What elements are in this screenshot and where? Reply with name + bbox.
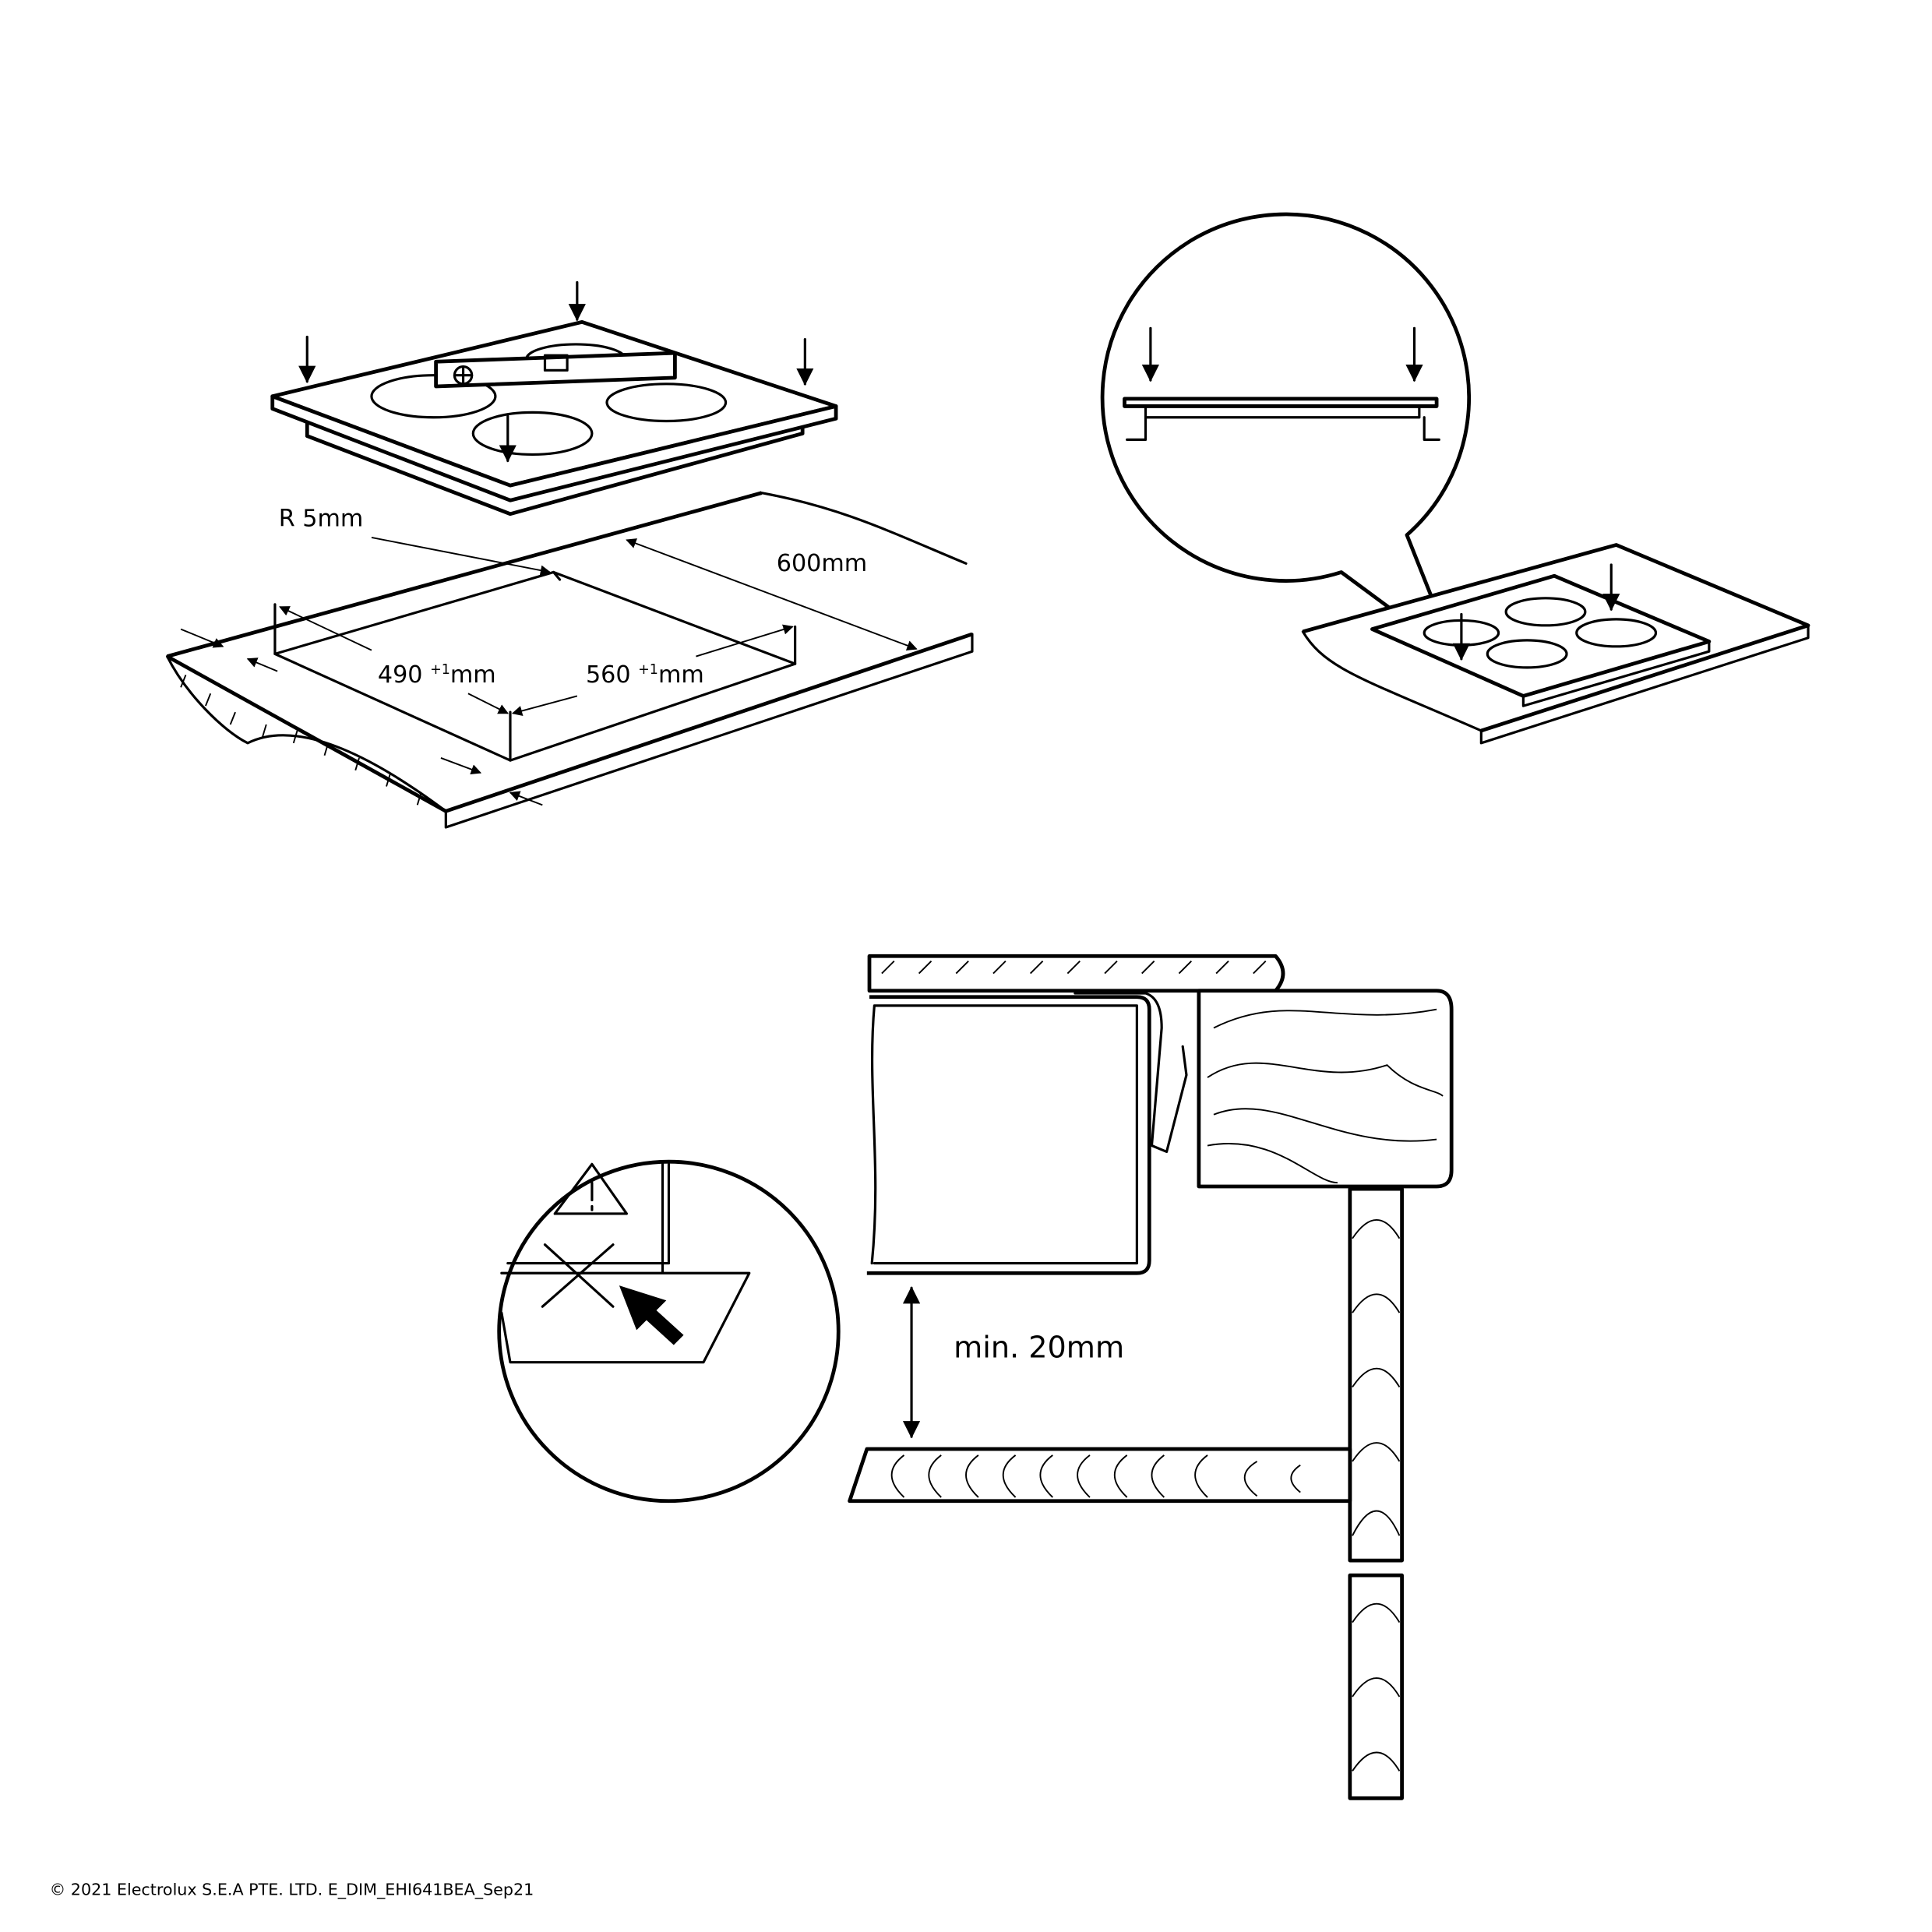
hob — [270, 319, 838, 516]
countertop — [166, 491, 974, 829]
footer-copyright: © 2021 Electrolux S.E.A PTE. LTD. E_DIM_… — [50, 1880, 534, 1899]
spirit-level-icon — [434, 351, 677, 389]
radius-label: R 5mm — [279, 506, 364, 533]
warning-triangle-icon — [553, 1162, 628, 1215]
min-gap-label: min. 20mm — [954, 1330, 1124, 1364]
press-down-arrows — [298, 280, 814, 463]
dimension-lines — [180, 537, 918, 806]
cutout-width-label: 560 +1mm — [586, 661, 704, 689]
hob-cutout-drawing: R 5mm 600mm 490 +1mm 560 +1mm — [166, 280, 974, 829]
depth-label: 600mm — [777, 550, 867, 577]
cross-section-drawing: min. 20mm — [497, 954, 1454, 1800]
cutout-depth-label: 490 +1mm — [378, 661, 496, 689]
warning-detail — [497, 1159, 841, 1504]
seal-detail-drawing — [1100, 212, 1810, 745]
cross-icon — [541, 1243, 615, 1308]
arrow-icon — [619, 1285, 684, 1345]
